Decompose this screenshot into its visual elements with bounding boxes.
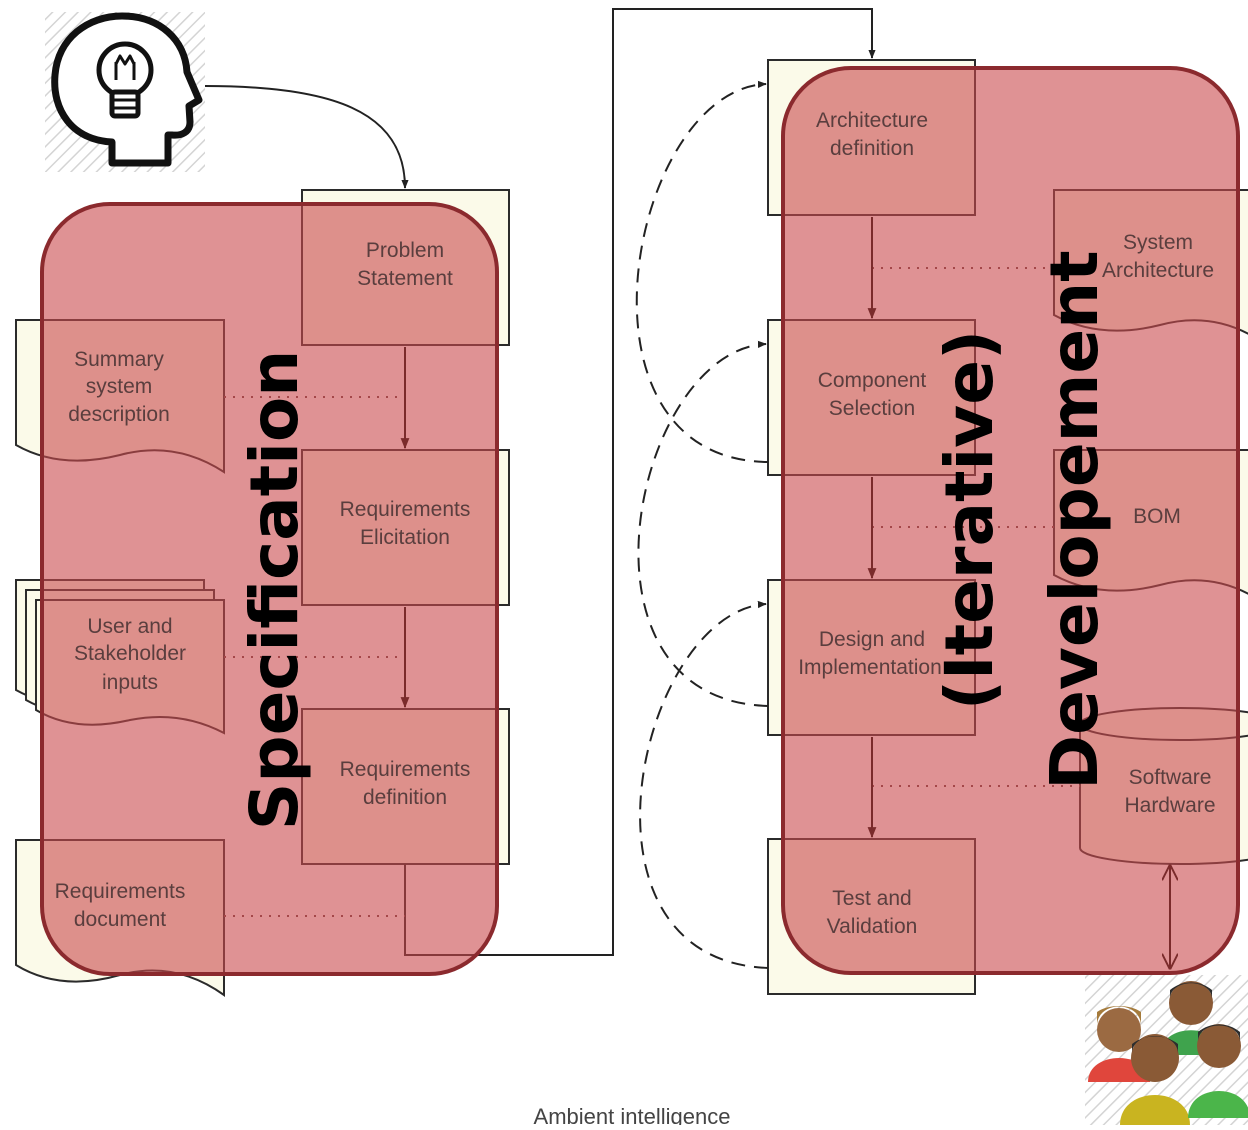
design-implementation-line-1: Design and [819,628,925,651]
requirements-elicitation-line-2: Elicitation [360,526,450,549]
architecture-definition-line-2: definition [830,137,914,160]
requirements-elicitation-line-1: Requirements [340,498,471,521]
requirements-doc-line-2: document [74,908,166,931]
development-phase-overlay [781,66,1240,975]
system-architecture-line-1: System [1123,231,1193,254]
test-validation-line-2: Validation [827,915,918,938]
requirements-definition-line-2: definition [363,786,447,809]
dev-labels: Architecture definition Component Select… [798,109,1215,938]
test-validation-line-1: Test and [832,887,911,910]
stakeholder-doc-line-2: Stakeholder [74,642,186,665]
summary-doc-line-1: Summary [74,348,164,371]
spec-labels: Problem Statement Requirements Elicitati… [55,239,471,931]
user-group-icon [1085,975,1248,1125]
problem-statement-line-1: Problem [366,239,444,262]
flow-arrows [400,217,1170,968]
requirements-doc-line-1: Requirements [55,880,186,903]
requirements-definition-line-1: Requirements [340,758,471,781]
summary-doc-line-2: system [86,375,153,398]
bom-label: BOM [1133,505,1181,528]
iteration-loops [635,80,769,969]
user-yellow [1120,1034,1190,1125]
head-lightbulb-icon [45,12,205,172]
datastore-line-1: Software [1129,766,1212,789]
component-selection-line-1: Component [818,369,927,392]
component-selection-line-2: Selection [829,397,915,420]
stakeholder-doc-line-3: inputs [102,671,158,694]
summary-doc-line-3: description [68,403,170,426]
user-green-2 [1188,1024,1248,1118]
iterative-title: (Iterative) [931,330,1008,710]
problem-statement-line-2: Statement [357,267,453,290]
specification-title: Specification [236,350,313,830]
datastore-line-2: Hardware [1124,794,1215,817]
architecture-definition-line-1: Architecture [816,109,928,132]
stakeholder-doc-line-1: User and [87,615,172,638]
development-title: Developement [1036,250,1113,789]
footer-caption: Ambient intelligence [534,1104,731,1125]
design-implementation-line-2: Implementation [798,656,942,679]
system-architecture-line-2: Architecture [1102,259,1214,282]
idea-to-problem-arrow [204,85,409,189]
specification-phase-overlay [40,202,499,976]
